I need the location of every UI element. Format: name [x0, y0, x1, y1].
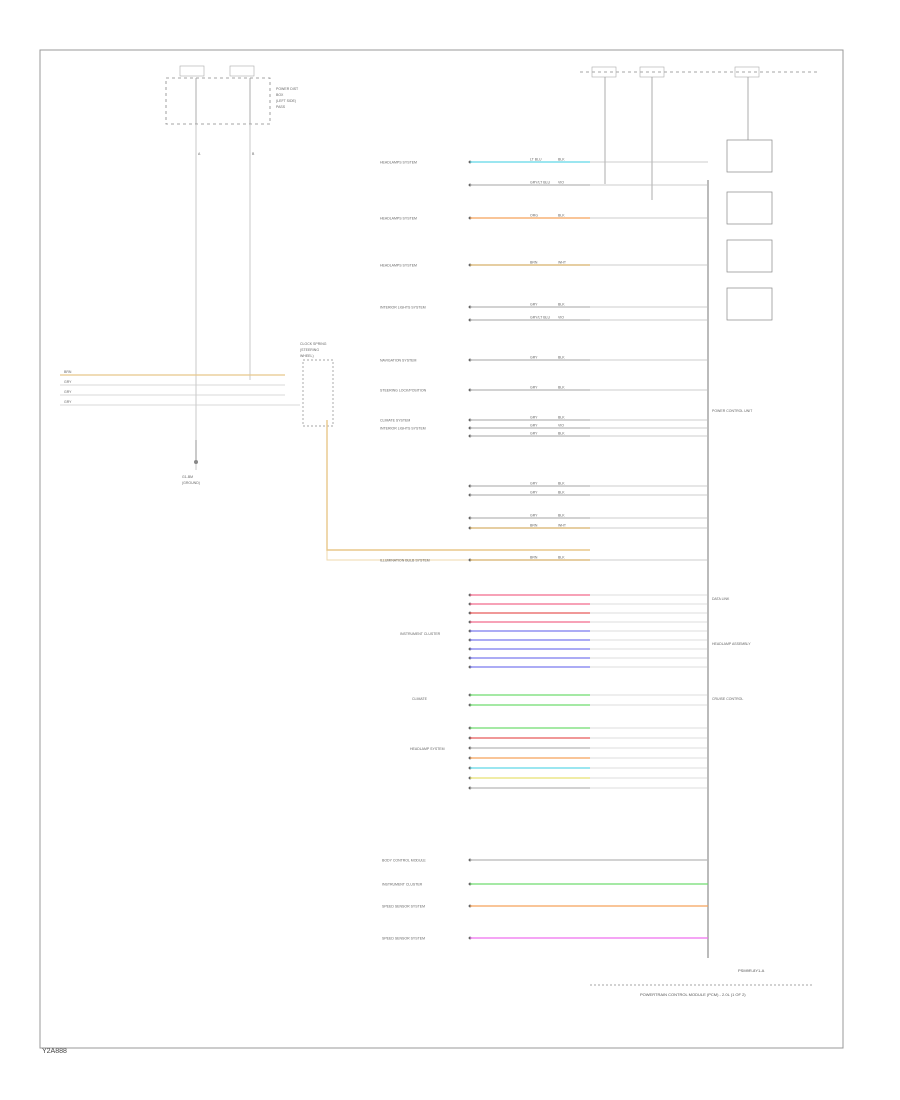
svg-text:BRN: BRN: [64, 370, 72, 374]
wire-source-label: NAVIGATION SYSTEM: [380, 359, 417, 363]
svg-text:GRY: GRY: [64, 400, 72, 404]
bus-label: CLIMATE: [412, 697, 428, 701]
pcm-pin-label: HEADLAMP ASSEMBLY: [712, 642, 751, 646]
pcm-pin-label: DATA LINK: [712, 597, 730, 601]
svg-text:(STEERING: (STEERING: [300, 348, 319, 352]
wire-color-code: BLK: [558, 214, 565, 218]
wire-color-code: VIO: [558, 316, 564, 320]
wire-color-code: GRY: [530, 303, 538, 307]
svg-text:A: A: [198, 152, 201, 156]
lower-wire-label: SPEED SENSOR SYSTEM: [382, 905, 425, 909]
svg-text:G1-BM: G1-BM: [182, 475, 193, 479]
svg-text:GRY: GRY: [64, 390, 72, 394]
wire-color-code: GRY: [530, 416, 538, 420]
wire-color-code: BLK: [558, 491, 565, 495]
wire-color-code: WHT: [558, 261, 567, 265]
diagram-code: Y2A888: [42, 1048, 67, 1055]
svg-text:WHEEL): WHEEL): [300, 354, 314, 358]
svg-text:PASS: PASS: [276, 105, 286, 109]
wire-color-code: WHT: [558, 524, 567, 528]
wire-color-code: GRY: [530, 356, 538, 360]
wire-color-code: BLK: [558, 482, 565, 486]
wire-color-code: BRN: [530, 556, 538, 560]
wire-color-code: GRY: [530, 432, 538, 436]
lower-wire-label: INSTRUMENT CLUSTER: [382, 883, 423, 887]
pcm-pin-label: POWER CONTROL UNIT: [712, 409, 753, 413]
wire-color-code: GRY: [530, 386, 538, 390]
center-relay: CLOCK SPRING (STEERING WHEEL): [300, 342, 334, 427]
svg-text:POWER DIST: POWER DIST: [276, 87, 299, 91]
wire-color-code: BLK: [558, 556, 565, 560]
wire-color-code: BLK: [558, 432, 565, 436]
wire-color-code: GRY: [530, 424, 538, 428]
wire-color-code: GRY: [530, 514, 538, 518]
wire-color-code: BRN: [530, 261, 538, 265]
wire-color-code: GRY/LT BLU: [530, 181, 551, 185]
wire-source-label: INTERIOR LIGHTS SYSTEM: [380, 306, 426, 310]
lower-wire-label: BODY CONTROL MODULE: [382, 859, 426, 863]
wire-source-label: HEADLAMPS SYSTEM: [380, 161, 417, 165]
svg-text:(LEFT SIDE): (LEFT SIDE): [276, 99, 296, 103]
left-bus: BRN GRY GRY GRY: [60, 370, 300, 406]
wire-color-code: VIO: [558, 181, 564, 185]
wire-color-code: ORG: [530, 214, 538, 218]
bus-label: HEADLAMP SYSTEM: [410, 747, 445, 751]
wire-source-label: HEADLAMPS SYSTEM: [380, 264, 417, 268]
wire-rows: HEADLAMPS SYSTEM LT BLU BLK GRY/LT BLU VIO HE…: [380, 158, 753, 941]
footer-code: PSM9R-8Y1-A: [738, 968, 765, 973]
wire-source-label: HEADLAMPS SYSTEM: [380, 217, 417, 221]
wire-source-label: ILLUMINATION BULB SYSTEM: [380, 559, 430, 563]
wire-source-label: STEERING LOCK/POSITION: [380, 389, 427, 393]
wire-color-code: BLK: [558, 356, 565, 360]
wire-color-code: LT BLU: [530, 158, 542, 162]
wire-source-label: INTERIOR LIGHTS SYSTEM: [380, 427, 426, 431]
svg-text:B: B: [252, 152, 255, 156]
wire-color-code: GRY/LT BLU: [530, 316, 551, 320]
wire-color-code: VIO: [558, 424, 564, 428]
svg-text:BOX: BOX: [276, 93, 284, 97]
wire-color-code: BLK: [558, 386, 565, 390]
wire-source-label: CLIMATE SYSTEM: [380, 419, 410, 423]
wire-color-code: GRY: [530, 482, 538, 486]
wire-color-code: BRN: [530, 524, 538, 528]
pcm-pin-label: CRUISE CONTROL: [712, 697, 743, 701]
wire-color-code: BLK: [558, 416, 565, 420]
top-left-fuse-box: POWER DIST BOX (LEFT SIDE) PASS: [165, 65, 299, 125]
wire-color-code: GRY: [530, 491, 538, 495]
svg-text:(GROUND): (GROUND): [182, 481, 200, 485]
lower-wire-label: SPEED SENSOR SYSTEM: [382, 937, 425, 941]
bus-label: INSTRUMENT CLUSTER: [400, 632, 441, 636]
right-relay-boxes: [726, 139, 773, 321]
wire-color-code: BLK: [558, 514, 565, 518]
wire-color-code: BLK: [558, 158, 565, 162]
footer-title: POWERTRAIN CONTROL MODULE (PCM) - 2.0L (…: [640, 992, 746, 997]
svg-text:CLOCK SPRING: CLOCK SPRING: [300, 342, 327, 346]
wire-color-code: BLK: [558, 303, 565, 307]
svg-text:GRY: GRY: [64, 380, 72, 384]
diagram-border: [39, 49, 844, 1049]
top-right-fuse-block: [580, 66, 820, 200]
ground-symbol: G1-BM (GROUND): [182, 440, 200, 485]
